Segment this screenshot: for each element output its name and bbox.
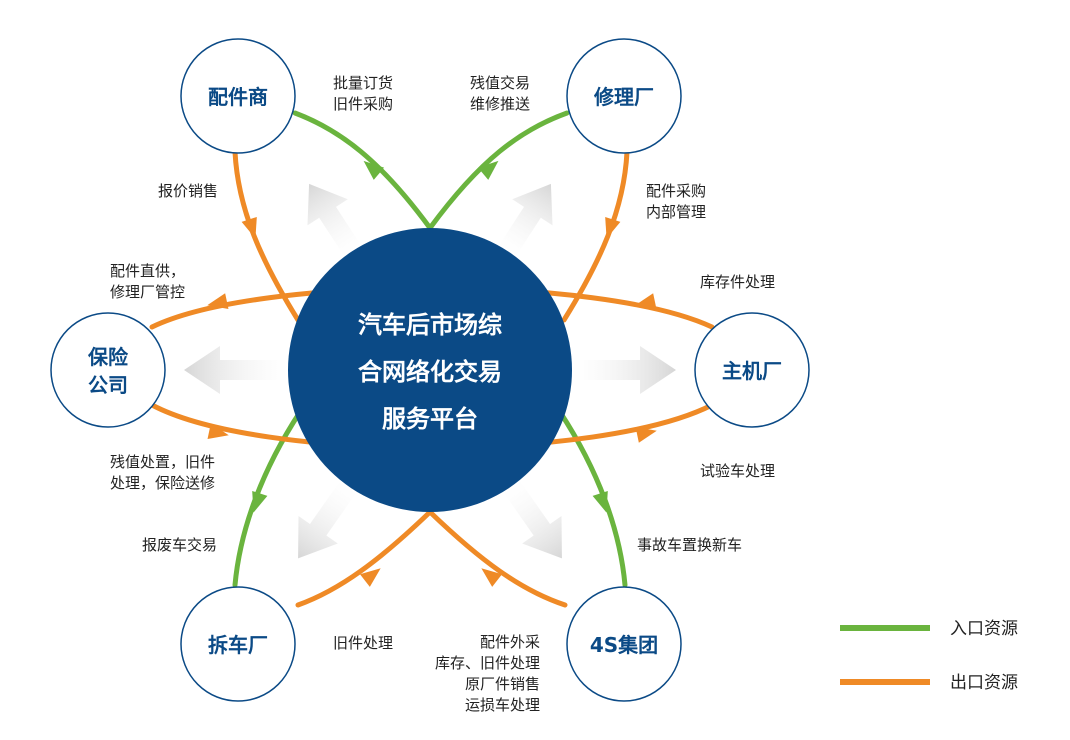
node-oem: 主机厂 bbox=[694, 312, 810, 428]
arrowhead-orange bbox=[635, 293, 657, 309]
flow-center-to-repair-factory bbox=[427, 110, 570, 231]
annotation-text: 残值交易 bbox=[470, 74, 530, 92]
gray-arrow-up-right bbox=[497, 183, 553, 259]
annotation-text: 残值处置，旧件 bbox=[110, 453, 215, 471]
annotation-text: 配件外采 bbox=[480, 633, 540, 651]
annotation-text: 运损车处理 bbox=[465, 696, 540, 714]
legend-inflow-label: 入口资源 bbox=[950, 619, 1018, 639]
center-platform: 汽车后市场综 合网络化交易 服务平台 bbox=[288, 228, 572, 512]
arrowhead-green bbox=[363, 160, 385, 180]
annotation-text: 库存件处理 bbox=[700, 273, 775, 291]
node-label-parts-dealer: 配件商 bbox=[208, 85, 268, 109]
node-label-insurance-2: 公司 bbox=[88, 373, 128, 397]
annotations: 批量订货 旧件采购 残值交易 维修推送 报价销售 配件采购 内部管理 配件直供，… bbox=[110, 74, 775, 714]
annotation-text: 旧件处理 bbox=[333, 634, 393, 652]
arrowhead-green bbox=[252, 490, 268, 513]
node-label-dismantler: 拆车厂 bbox=[208, 633, 268, 657]
arrowhead-orange bbox=[359, 568, 381, 587]
node-insurance: 保险 公司 bbox=[50, 312, 166, 428]
annotation-text: 报废车交易 bbox=[142, 536, 217, 554]
annotation-text: 试验车处理 bbox=[700, 462, 775, 480]
node-repair-factory: 修理厂 bbox=[566, 38, 682, 154]
node-label-4s-group: 4S集团 bbox=[590, 633, 658, 657]
gray-arrow-left bbox=[184, 346, 290, 394]
arrowhead-orange bbox=[635, 427, 657, 443]
arrowhead-orange bbox=[481, 568, 503, 587]
annotation-text: 批量订货 bbox=[333, 74, 393, 92]
gray-arrow-down-left bbox=[298, 478, 358, 559]
node-4s-group: 4S集团 bbox=[566, 586, 682, 702]
arrowhead-green bbox=[592, 490, 608, 513]
arrowhead-orange bbox=[241, 216, 257, 239]
node-parts-dealer: 配件商 bbox=[180, 38, 296, 154]
annotation-text: 处理，保险送修 bbox=[110, 474, 215, 492]
annotation-text: 报价销售 bbox=[158, 182, 218, 200]
arrowhead-orange bbox=[207, 423, 229, 439]
annotation-text: 修理厂管控 bbox=[110, 283, 185, 301]
flow-center-to-parts-dealer bbox=[292, 110, 433, 231]
annotation-text: 配件直供， bbox=[110, 262, 185, 280]
arrowhead-orange bbox=[207, 293, 229, 309]
center-label-line1: 汽车后市场综 bbox=[358, 311, 502, 339]
arrowhead-green bbox=[477, 160, 499, 180]
node-label-repair-factory: 修理厂 bbox=[593, 85, 654, 109]
gray-arrow-up-left bbox=[307, 183, 363, 259]
outer-nodes: 配件商 修理厂 保险 公司 主机厂 拆车厂 4S集团 bbox=[50, 38, 810, 702]
flow-arrowheads bbox=[207, 160, 657, 587]
node-dismantler: 拆车厂 bbox=[180, 586, 296, 702]
flow-center-to-dismantler-orange bbox=[295, 509, 433, 608]
center-label-line2: 合网络化交易 bbox=[358, 358, 502, 386]
annotation-text: 库存、旧件处理 bbox=[435, 654, 540, 672]
annotation-text: 旧件采购 bbox=[333, 95, 393, 113]
center-circle bbox=[288, 228, 572, 512]
arrowhead-orange bbox=[605, 216, 621, 239]
flow-center-to-4s-orange bbox=[427, 509, 568, 608]
gray-arrow-right bbox=[570, 346, 676, 394]
annotation-text: 原厂件销售 bbox=[465, 675, 540, 693]
annotation-text: 维修推送 bbox=[470, 95, 530, 113]
annotation-text: 内部管理 bbox=[646, 203, 706, 221]
node-label-oem: 主机厂 bbox=[722, 359, 782, 383]
node-label-insurance-1: 保险 bbox=[87, 345, 129, 369]
annotation-text: 事故车置换新车 bbox=[637, 536, 742, 554]
center-label-line3: 服务平台 bbox=[382, 405, 478, 433]
gray-radial-arrows bbox=[184, 183, 676, 559]
legend: 入口资源 出口资源 bbox=[840, 619, 1018, 693]
gray-arrow-down-right bbox=[502, 478, 562, 559]
annotation-text: 配件采购 bbox=[646, 182, 706, 200]
legend-outflow-label: 出口资源 bbox=[950, 673, 1018, 693]
